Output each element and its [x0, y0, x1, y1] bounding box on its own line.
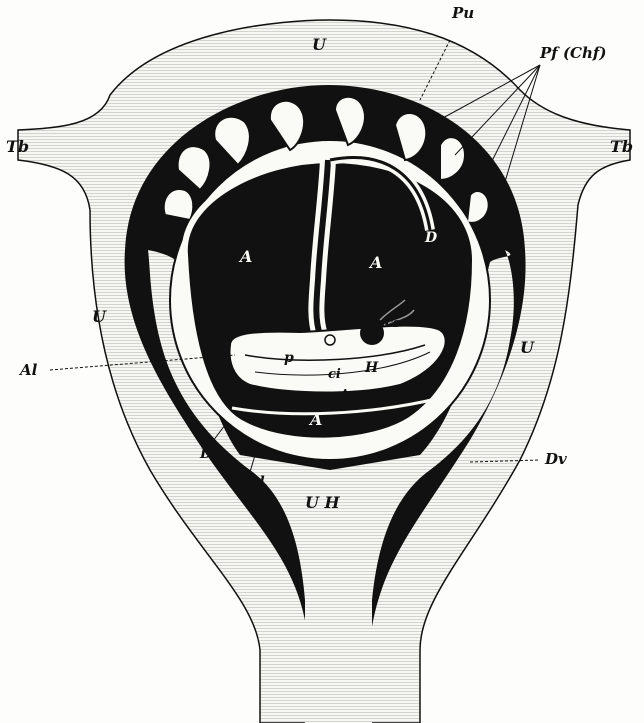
label-d: D	[424, 230, 438, 246]
label-ci: ci	[328, 367, 341, 382]
label-p: p	[284, 350, 294, 366]
label-u-top: U	[312, 35, 327, 54]
label-h: H	[364, 360, 379, 376]
label-chl: Chl	[238, 474, 265, 490]
label-uh: U H	[305, 493, 341, 512]
label-a-small: A	[339, 387, 349, 401]
label-tb-left: Tb	[6, 137, 29, 156]
heart	[360, 321, 384, 345]
label-al: Al	[18, 361, 38, 379]
label-pu: Pu	[451, 4, 474, 22]
label-cs: cs	[385, 316, 401, 331]
label-u-left: U	[92, 307, 107, 326]
label-tb-right: Tb	[610, 137, 633, 156]
label-u-right: U	[520, 338, 535, 357]
label-a-right: A	[368, 253, 382, 272]
label-a-bottom: A	[308, 410, 322, 429]
label-dv: Dv	[544, 450, 567, 468]
label-pf-chf: Pf (Chf)	[539, 44, 606, 62]
label-dr: Dr	[199, 446, 221, 462]
label-a-left: A	[238, 247, 252, 266]
